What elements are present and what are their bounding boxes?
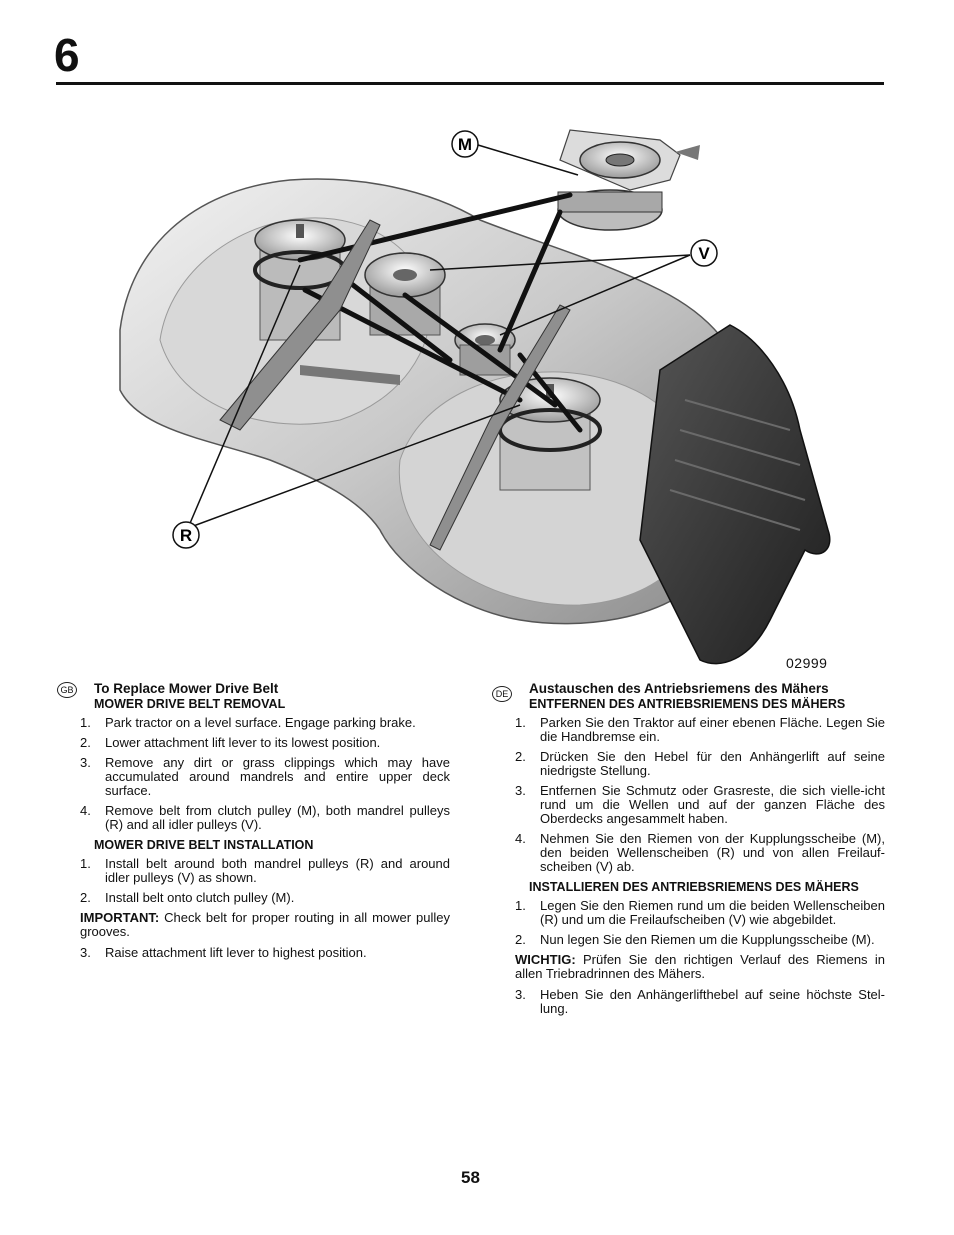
callout-v: V: [690, 239, 718, 267]
list-item: 1.Install belt around both mandrel pulle…: [80, 856, 450, 885]
column-german: DE Austauschen des Antriebsriemens des M…: [492, 680, 885, 1022]
section-title-de: Austauschen des Antriebsriemens des Mähe…: [529, 681, 829, 696]
list-item: 3.Raise attachment lift lever to highest…: [80, 945, 367, 960]
list-item: 1.Park tractor on a level surface. Engag…: [80, 715, 416, 730]
callout-m-label: M: [458, 135, 472, 154]
section-title-gb: To Replace Mower Drive Belt: [94, 681, 279, 696]
column-english: GB To Replace Mower Drive Belt MOWER DRI…: [57, 680, 450, 966]
list-item: 4.Remove belt from clutch pulley (M), bo…: [80, 803, 450, 832]
final-step-gb: 3.Raise attachment lift lever to highest…: [80, 946, 450, 960]
list-item: 3.Remove any dirt or grass clippings whi…: [80, 755, 450, 798]
removal-steps-de: 1.Parken Sie den Traktor auf einer ebene…: [515, 716, 885, 874]
list-item: 1.Legen Sie den Riemen rund um die beide…: [515, 898, 885, 927]
discharge-chute: [639, 324, 831, 665]
removal-heading-de: ENTFERNEN DES ANTRIEBSRIEMENS DES MÄHERS: [529, 697, 846, 711]
install-heading-gb: MOWER DRIVE BELT INSTALLATION: [94, 838, 314, 852]
install-heading-de: INSTALLIEREN DES ANTRIEBSRIEMENS DES MÄH…: [529, 880, 859, 894]
callout-v-label: V: [698, 244, 710, 263]
important-note-de: WICHTIG: Prüfen Sie den richtigen Verlau…: [515, 952, 885, 981]
list-item: 2.Install belt onto clutch pulley (M).: [80, 890, 295, 905]
callout-m: M: [451, 130, 479, 158]
list-item: 3.Entfernen Sie Schmutz oder Grasreste, …: [515, 783, 885, 826]
chapter-number: 6: [54, 29, 80, 81]
removal-steps-gb: 1.Park tractor on a level surface. Engag…: [80, 716, 450, 832]
lang-badge-de: DE: [492, 686, 512, 702]
list-item: 1.Parken Sie den Traktor auf einer ebene…: [515, 715, 885, 744]
list-item: 2.Nun legen Sie den Riemen um die Kupplu…: [515, 932, 875, 947]
install-steps-de: 1.Legen Sie den Riemen rund um die beide…: [515, 899, 885, 947]
header-rule: [56, 82, 884, 85]
list-item: 3.Heben Sie den Anhängerlifthebel auf se…: [515, 987, 885, 1016]
list-item: 4.Nehmen Sie den Riemen von der Kupplung…: [515, 831, 885, 874]
list-item: 2.Lower attachment lift lever to its low…: [80, 735, 381, 750]
leader-lines: [187, 144, 691, 529]
callout-r: R: [172, 521, 200, 549]
removal-heading-gb: MOWER DRIVE BELT REMOVAL: [94, 697, 286, 711]
final-step-de: 3.Heben Sie den Anhängerlifthebel auf se…: [515, 988, 885, 1016]
mower-deck-illustration: M V R: [119, 129, 831, 665]
figure-code: 02999: [786, 655, 828, 671]
list-item: 2.Drücken Sie den Hebel für den Anhänger…: [515, 749, 885, 778]
important-note-gb: IMPORTANT: Check belt for proper routing…: [80, 910, 450, 939]
page-number: 58: [461, 1168, 480, 1187]
callout-r-label: R: [180, 526, 192, 545]
left-mandrel-pulley: [253, 219, 347, 341]
lang-badge-gb: GB: [57, 682, 77, 698]
clutch-pulley: [557, 129, 700, 231]
install-steps-gb: 1.Install belt around both mandrel pulle…: [80, 857, 450, 905]
